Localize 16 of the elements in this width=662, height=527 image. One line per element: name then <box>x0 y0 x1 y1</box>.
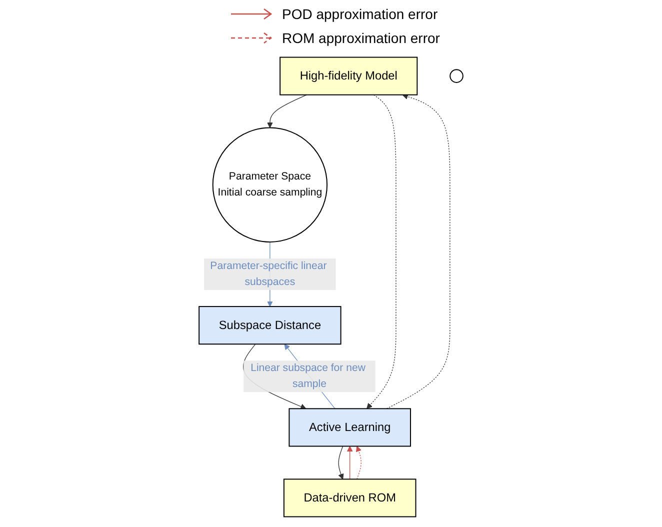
arrow <box>267 94 308 128</box>
arrow <box>386 94 450 409</box>
legend-text: ROM approximation error <box>282 30 440 46</box>
arrow <box>338 446 344 480</box>
node-circle <box>450 69 464 83</box>
edge-label: Parameter-specific linear subspaces <box>210 260 327 288</box>
node-circle: Parameter Space Initial coarse sampling <box>212 127 328 242</box>
edge-label: Linear subspace for new sample <box>250 362 366 390</box>
arrow <box>356 446 362 480</box>
node-box: Data-driven ROM <box>283 478 416 518</box>
arrow <box>366 94 396 409</box>
arrow <box>346 446 353 480</box>
node-box: Subspace Distance <box>198 306 342 345</box>
legend-text: POD approximation error <box>282 6 438 22</box>
node-box: High-fidelity Model <box>280 56 418 96</box>
node-box: Active Learning <box>288 408 411 447</box>
